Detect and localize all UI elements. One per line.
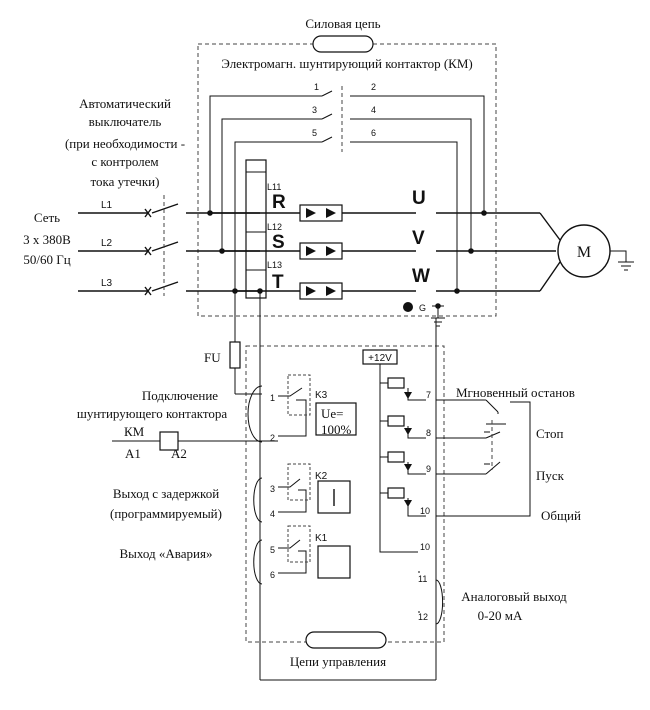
relay-terminal-2: 2 xyxy=(270,433,275,443)
terminal-v: V xyxy=(412,228,425,249)
km-a1-label: A1 xyxy=(125,446,141,461)
output-terminals: U V W G xyxy=(403,188,556,327)
relay-k1-label: K1 xyxy=(315,533,328,544)
breaker-line-4: с контролем xyxy=(91,154,158,169)
control-terminal-10b: 10 xyxy=(420,542,430,552)
control-terminal-10a: 10 xyxy=(420,506,430,516)
phase-l2-label: L2 xyxy=(101,238,113,249)
breaker-description: Автоматический выключатель (при необходи… xyxy=(65,96,185,189)
control-terminal-12: 12 xyxy=(418,612,428,622)
relay-terminal-1: 1 xyxy=(270,393,275,403)
thyristor-stack xyxy=(299,204,416,300)
relay-k1-coil xyxy=(317,545,351,579)
terminal-t: T xyxy=(272,272,284,293)
relay-k3: Подключение шунтирующего контактора 1 2 … xyxy=(77,374,357,443)
relay-terminal-5: 5 xyxy=(270,545,275,555)
bypass-line-2: шунтирующего контактора xyxy=(77,406,228,421)
breaker-line-1: Автоматический xyxy=(79,96,171,111)
km-a2-label: A2 xyxy=(171,446,187,461)
motor: M xyxy=(539,212,634,292)
input-terminal-labels: R S T L11 L12 L13 xyxy=(267,182,286,293)
bypass-coil: КМ A1 A2 xyxy=(112,424,278,461)
control-circuit-oval xyxy=(305,631,387,649)
instant-stop-label: Мгновенный останов xyxy=(456,385,575,400)
relay-k1: Выход «Авария» 5 6 K1 xyxy=(120,525,351,585)
fuse-label: FU xyxy=(204,350,221,365)
phase-l3-label: L3 xyxy=(101,278,113,289)
supply-label: +12V xyxy=(368,353,392,364)
control-circuit-frame xyxy=(245,345,445,643)
breaker-line-5: тока утечки) xyxy=(91,174,160,189)
start-label: Пуск xyxy=(536,468,565,483)
mains-description: Сеть 3 х 380В 50/60 Гц xyxy=(23,210,71,267)
analog-line-2: 0-20 мА xyxy=(478,608,523,623)
mains-line-2: 3 х 380В xyxy=(23,232,71,247)
power-circuit-frame xyxy=(197,43,497,317)
relay-terminal-3: 3 xyxy=(270,484,275,494)
control-circuit-title: Цепи управления xyxy=(290,654,386,669)
km-contact-3: 3 xyxy=(312,105,317,115)
km-contact-6: 6 xyxy=(371,128,376,138)
relay-k3-coil xyxy=(315,402,357,436)
relay-terminal-6: 6 xyxy=(270,570,275,580)
phase-l1-label: L1 xyxy=(101,200,113,211)
power-circuit-oval xyxy=(312,35,374,53)
motor-ground-icon xyxy=(610,250,634,271)
terminal-l13: L13 xyxy=(267,260,282,270)
stop-label: Стоп xyxy=(536,426,564,441)
relay-k2-coil xyxy=(317,480,351,514)
delay-line-1: Выход с задержкой xyxy=(113,486,219,501)
ground-label: G xyxy=(419,303,426,313)
k3-rating-2: 100% xyxy=(321,422,352,437)
km-contact-2: 2 xyxy=(371,82,376,92)
analog-line-1: Аналоговый выход xyxy=(461,589,567,604)
bypass-line-1: Подключение xyxy=(142,388,218,403)
command-buttons: Мгновенный останов Стоп Пуск Общий xyxy=(436,385,581,523)
contactor-label: Электромагн. шунтирующий контактор (КМ) xyxy=(221,56,472,71)
breaker-line-2: выключатель xyxy=(89,114,162,129)
alarm-label: Выход «Авария» xyxy=(120,546,213,561)
km-contact-5: 5 xyxy=(312,128,317,138)
control-terminal-11: 11 xyxy=(418,574,427,584)
analog-output: Аналоговый выход 0-20 мА xyxy=(461,589,567,623)
control-terminal-8: 8 xyxy=(426,428,431,438)
km-contact-4: 4 xyxy=(371,105,376,115)
terminal-r: R xyxy=(272,192,286,213)
control-terminal-9: 9 xyxy=(426,464,431,474)
input-busbars xyxy=(207,159,267,299)
relay-k2-label: K2 xyxy=(315,471,328,482)
terminal-u: U xyxy=(412,188,426,209)
control-inputs: +12V 7 8 9 10 xyxy=(362,349,444,625)
terminal-w: W xyxy=(412,266,430,287)
terminal-l12: L12 xyxy=(267,222,282,232)
relay-k3-label: K3 xyxy=(315,390,328,401)
terminal-s: S xyxy=(272,232,285,253)
power-circuit-title: Силовая цепь xyxy=(305,16,380,31)
relay-terminal-4: 4 xyxy=(270,509,275,519)
common-label: Общий xyxy=(541,508,581,523)
control-terminal-7: 7 xyxy=(426,390,431,400)
terminal-l11: L11 xyxy=(267,182,281,192)
ground-terminal-icon xyxy=(403,302,413,312)
km-contact-1: 1 xyxy=(314,82,319,92)
k3-rating-1: Ue= xyxy=(321,406,344,421)
input-block xyxy=(245,159,267,299)
km-coil-label: КМ xyxy=(124,424,145,439)
motor-label: M xyxy=(577,244,591,261)
mains-line-1: Сеть xyxy=(34,210,60,225)
relay-k2: Выход с задержкой (программируемый) 3 4 … xyxy=(110,463,351,523)
delay-line-2: (программируемый) xyxy=(110,506,222,521)
fuse-icon xyxy=(229,341,241,369)
control-supply-wiring: FU xyxy=(204,288,437,681)
mains-line-3: 50/60 Гц xyxy=(23,252,70,267)
bypass-contactor: 1 2 3 4 5 6 xyxy=(209,82,485,291)
breaker-line-3: (при необходимости - xyxy=(65,136,185,151)
